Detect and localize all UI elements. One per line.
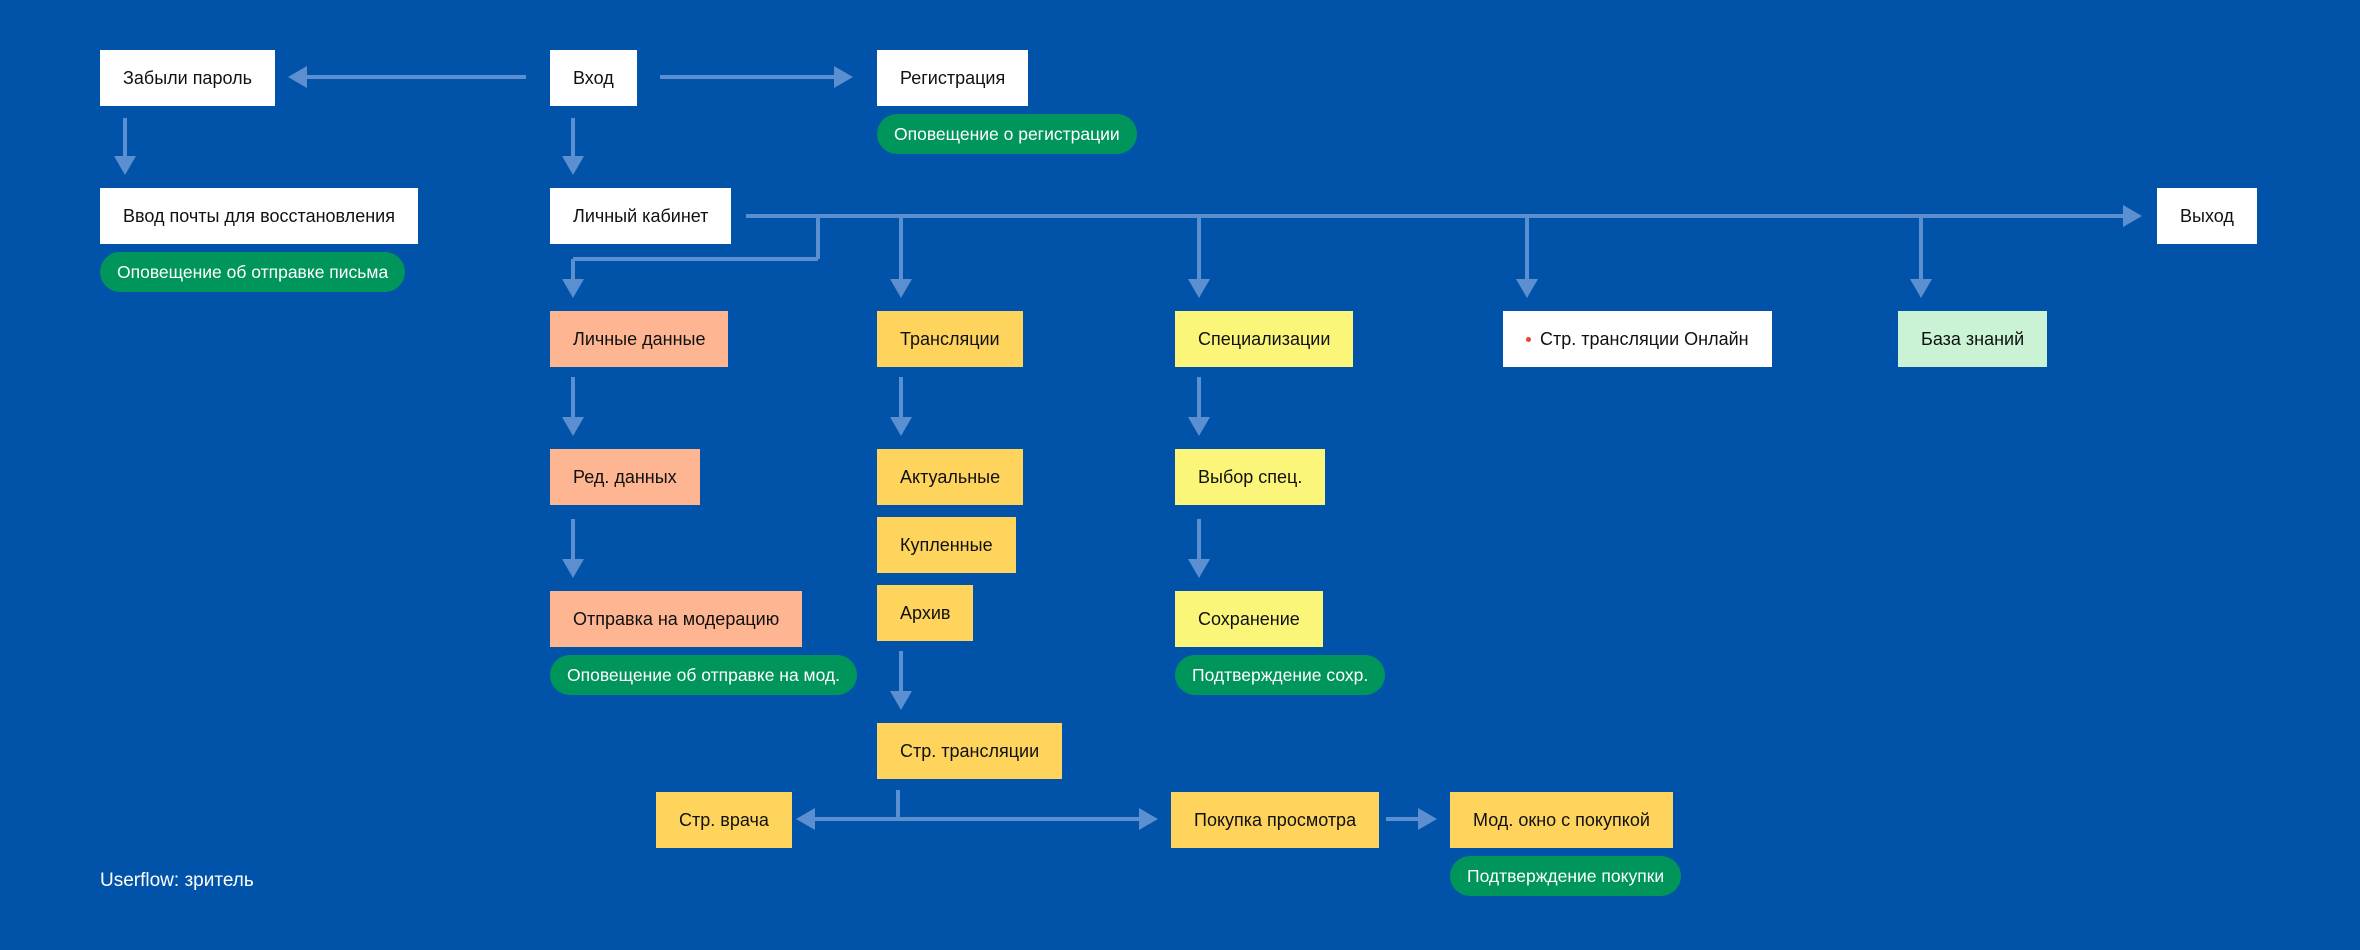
notification-save-confirm: Подтверждение сохр. [1175,655,1386,695]
node-knowledge-base: База знаний [1898,311,2048,367]
arrow-login-cabinet-arrowhead-icon [562,156,584,175]
arrow-send-moderation-arrowhead-icon [562,559,584,578]
arrow-specializations-arrowhead-icon [1188,279,1210,298]
node-purchase-view: Покупка просмотра [1171,792,1380,848]
node-purchase-modal: Мод. окно с покупкой [1450,792,1673,848]
arrow-cabinet-exit-arrowhead-icon [2123,205,2142,227]
node-exit: Выход [2157,188,2257,244]
notification-moderation-sent: Оповещение об отправке на мод. [550,655,858,695]
node-current: Актуальные [877,449,1024,505]
arrow-saving-arrowhead-icon [1188,559,1210,578]
node-saving: Сохранение [1175,591,1323,647]
node-personal-data: Личные данные [550,311,729,367]
node-purchased: Купленные [877,517,1016,573]
arrow-purchase-modal-arrowhead-icon [1418,808,1437,830]
node-registration: Регистрация [877,50,1029,106]
arrow-personal-data-arrowhead-icon [562,279,584,298]
node-doctor-page: Стр. врача [656,792,792,848]
node-edit-data: Ред. данных [550,449,700,505]
arrow-forgot-recovery-arrowhead-icon [114,156,136,175]
arrow-login-forgot-arrowhead-icon [288,66,307,88]
node-archive: Архив [877,585,974,641]
node-online-broadcast-label: Стр. трансляции Онлайн [1540,328,1749,349]
arrow-choose-spec-arrowhead-icon [1188,417,1210,436]
arrow-purchase-view-arrowhead-icon [1139,808,1158,830]
arrow-doctor-page-arrowhead-icon [796,808,815,830]
arrow-login-registration-arrowhead-icon [834,66,853,88]
notification-email-sent: Оповещение об отправке письма [100,252,406,292]
notification-purchase-confirm: Подтверждение покупки [1450,856,1682,896]
node-login: Вход [550,50,637,106]
arrow-edit-data-arrowhead-icon [562,417,584,436]
node-online-broadcast: Стр. трансляции Онлайн [1503,311,1772,367]
node-specializations: Специализации [1175,311,1354,367]
node-send-moderation: Отправка на модерацию [550,591,803,647]
diagram-caption: Userflow: зритель [100,870,254,891]
node-broadcast-page: Стр. трансляции [877,723,1063,779]
arrow-broadcasts-arrowhead-icon [890,279,912,298]
arrow-broadcast-page-arrowhead-icon [890,691,912,710]
node-choose-spec: Выбор спец. [1175,449,1326,505]
node-personal-cabinet: Личный кабинет [550,188,732,244]
arrow-current-arrowhead-icon [890,417,912,436]
notification-registration: Оповещение о регистрации [877,114,1137,154]
node-forgot-password: Забыли пароль [100,50,275,106]
marker-dot-icon [1526,336,1531,342]
node-recovery-email: Ввод почты для восстановления [100,188,418,244]
node-broadcasts: Трансляции [877,311,1023,367]
arrow-knowledge-base-arrowhead-icon [1910,279,1932,298]
arrow-online-broadcast-arrowhead-icon [1516,279,1538,298]
